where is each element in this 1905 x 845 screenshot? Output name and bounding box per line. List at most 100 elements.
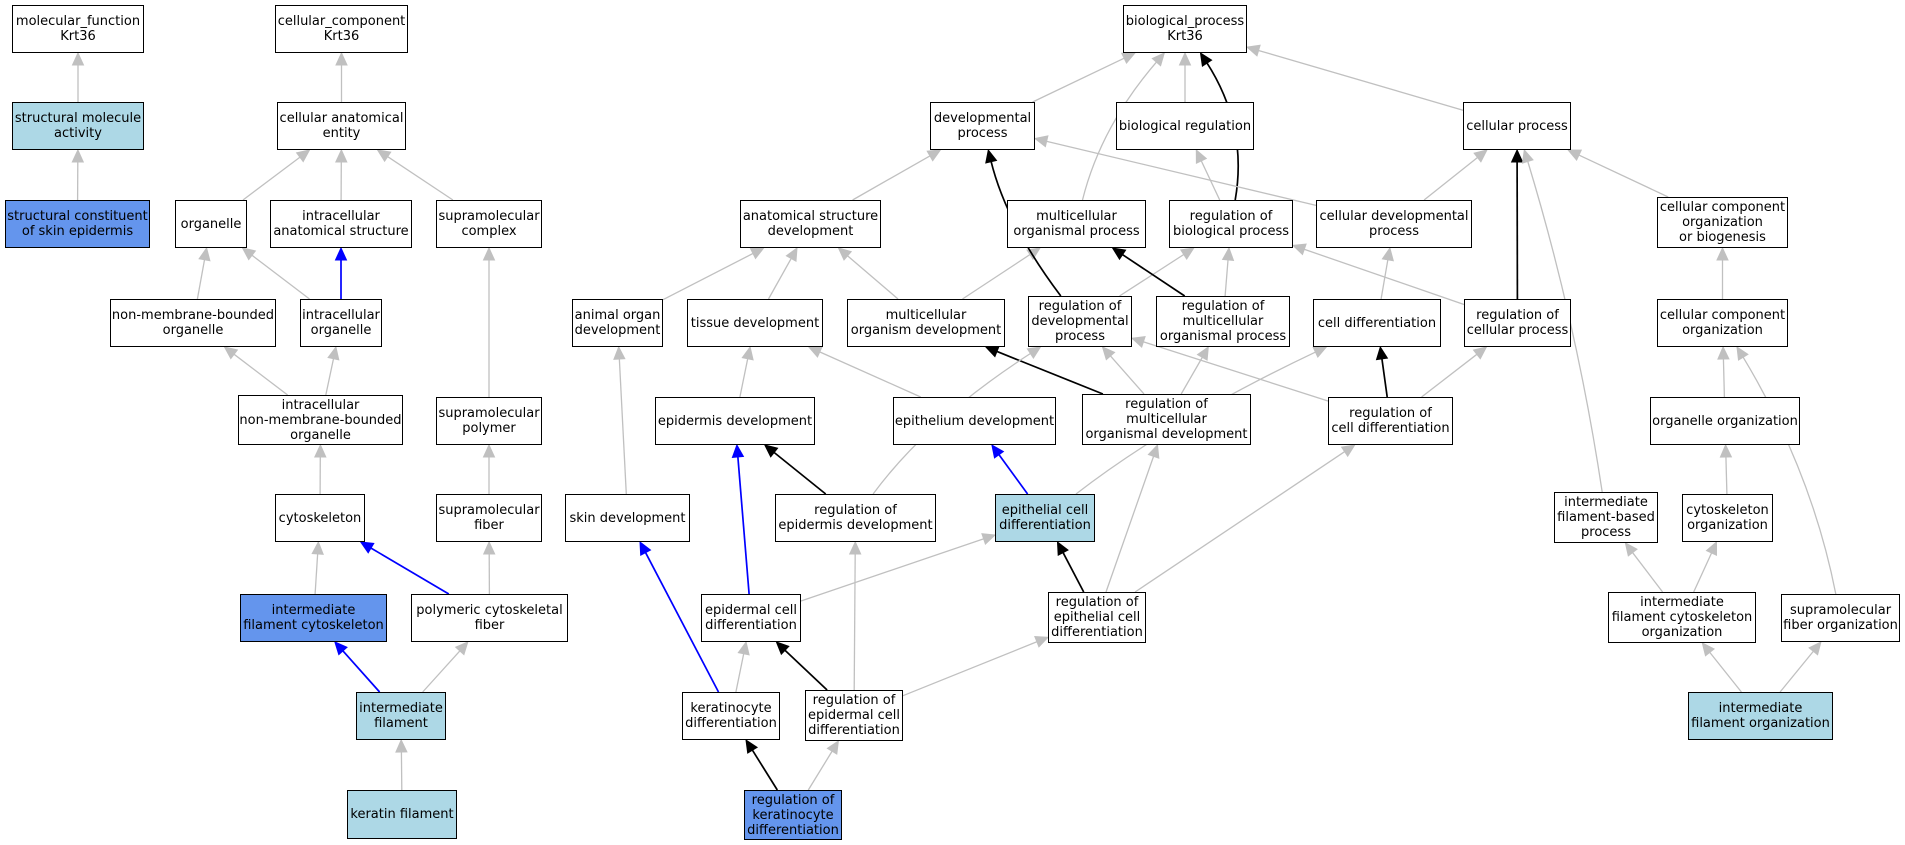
edge-arrowhead [1716, 246, 1729, 261]
edge-cell-process-to-bp-root [1257, 49, 1464, 111]
node-epithelial-cell-differentiation[interactable]: epithelial cell differentiation [995, 494, 1095, 542]
node-intermediate-filament-organization[interactable]: intermediate filament organization [1688, 692, 1833, 740]
node-supramolecular-fiber-organization[interactable]: supramolecular fiber organization [1781, 594, 1900, 642]
node-label-line: epithelium development [894, 413, 1055, 429]
node-molecular-function-root[interactable]: molecular_function Krt36 [12, 5, 144, 53]
edge-intracell-nonmem-organelle-to-nonmem-organelle [232, 353, 288, 396]
node-cellular-component-root[interactable]: cellular_component Krt36 [275, 5, 408, 53]
node-cellular-component-organization-or-biogenesis[interactable]: cellular component organization or bioge… [1657, 197, 1788, 248]
edge-reg-cell-diff-to-reg-cell-process [1421, 353, 1479, 398]
node-regulation-of-keratinocyte-differentiation[interactable]: regulation of keratinocyte differentiati… [744, 790, 842, 840]
node-intermediate-filament-cytoskeleton[interactable]: intermediate filament cytoskeleton [240, 594, 387, 642]
edge-arrowhead [327, 345, 340, 361]
node-skin-development[interactable]: skin development [565, 494, 690, 542]
node-structural-molecule-activity[interactable]: structural molecule activity [12, 102, 144, 150]
node-keratinocyte-differentiation[interactable]: keratinocyte differentiation [682, 692, 780, 740]
node-intermediate-filament-cytoskeleton-organization[interactable]: intermediate filament cytoskeleton organ… [1608, 592, 1756, 643]
edge-reg-keratinocyte-diff-to-reg-epidermal-cell-diff [807, 750, 834, 791]
edge-epidermis-dev-to-tissue-dev [739, 357, 749, 398]
node-biological-regulation[interactable]: biological regulation [1116, 102, 1254, 150]
node-epithelium-development[interactable]: epithelium development [893, 397, 1056, 445]
node-label-line: cell differentiation [1331, 421, 1450, 436]
node-regulation-of-epidermis-development[interactable]: regulation of epidermis development [775, 494, 936, 542]
node-label-line: complex [461, 224, 517, 239]
node-cytoskeleton-organization[interactable]: cytoskeleton organization [1682, 494, 1773, 542]
edge-arrowhead [1111, 247, 1127, 261]
node-label-line: organelle [180, 216, 242, 232]
edge-if-cyto-org-to-if-based-process [1631, 551, 1664, 593]
node-structural-constituent-of-skin-epidermis[interactable]: structural constituent of skin epidermis [5, 200, 150, 248]
node-organelle[interactable]: organelle [175, 200, 247, 248]
edge-arrowhead [1381, 246, 1394, 262]
edge-arrowhead [1719, 443, 1733, 458]
node-regulation-of-biological-process[interactable]: regulation of biological process [1169, 200, 1293, 248]
edge-nonmem-organelle-to-organelle [196, 258, 206, 300]
node-epidermis-development[interactable]: epidermis development [655, 397, 815, 445]
node-regulation-of-developmental-process[interactable]: regulation of developmental process [1028, 296, 1132, 347]
node-polymeric-cytoskeletal-fiber[interactable]: polymeric cytoskeletal fiber [411, 594, 568, 642]
edge-arrowhead [376, 149, 392, 163]
edge-if-org-to-if-cyto-org [1708, 651, 1742, 693]
edge-arrowhead [311, 540, 324, 555]
edge-arrowhead [335, 51, 348, 66]
node-label-line: differentiation [747, 822, 839, 838]
node-label-line: animal organ [574, 308, 661, 323]
node-label-line: intermediate [1564, 495, 1648, 510]
node-biological-process-root[interactable]: biological_process Krt36 [1123, 5, 1247, 53]
node-intracellular-non-membrane-bounded-organelle[interactable]: intracellular non-membrane-bounded organ… [238, 395, 403, 445]
node-intermediate-filament[interactable]: intermediate filament [356, 692, 446, 740]
edge-epidermal-cell-diff-to-epithelial-cell-diff [800, 537, 985, 602]
node-epidermal-cell-differentiation[interactable]: epidermal cell differentiation [701, 594, 801, 642]
node-animal-organ-development[interactable]: animal organ development [572, 299, 663, 347]
edge-reg-multicell-org-dev-to-reg-dev-process [1109, 354, 1145, 395]
node-intracellular-anatomical-structure[interactable]: intracellular anatomical structure [270, 200, 412, 248]
node-developmental-process[interactable]: developmental process [930, 102, 1035, 150]
node-label-line: skin development [569, 510, 686, 526]
node-supramolecular-fiber[interactable]: supramolecular fiber [436, 494, 542, 542]
node-cellular-developmental-process[interactable]: cellular developmental process [1316, 200, 1472, 248]
node-label-line: tissue development [690, 315, 820, 331]
edge-arrowhead [1472, 346, 1488, 360]
node-intracellular-organelle[interactable]: intracellular organelle [300, 299, 382, 347]
node-multicellular-organismal-process[interactable]: multicellular organismal process [1007, 200, 1146, 248]
edge-reg-cell-process-to-reg-bio-process [1303, 248, 1465, 306]
node-non-membrane-bounded-organelle[interactable]: non-membrane-bounded organelle [110, 299, 276, 347]
node-label-line: cytoskeleton [278, 510, 362, 526]
node-label-line: Krt36 [323, 29, 360, 44]
node-label-line: regulation of [1476, 308, 1559, 323]
node-regulation-of-multicellular-organismal-development[interactable]: regulation of multicellular organismal d… [1082, 394, 1251, 445]
node-multicellular-organism-development[interactable]: multicellular organism development [847, 299, 1005, 347]
node-label-line: fiber [474, 518, 504, 533]
node-label-line: regulation of [814, 503, 897, 518]
node-cellular-component-organization[interactable]: cellular component organization [1657, 299, 1788, 347]
node-label-line: intermediate [359, 701, 443, 716]
node-keratin-filament[interactable]: keratin filament [347, 790, 457, 839]
node-anatomical-structure-development[interactable]: anatomical structure development [740, 200, 881, 248]
node-label-line: differentiation [705, 618, 797, 633]
node-tissue-development[interactable]: tissue development [687, 299, 823, 347]
edge-arrowhead [848, 540, 862, 555]
edge-arrowhead [985, 148, 998, 164]
node-cellular-process[interactable]: cellular process [1463, 102, 1571, 150]
edge-cell-dev-process-to-cell-process [1423, 156, 1479, 201]
edge-arrowhead [482, 246, 496, 261]
node-supramolecular-polymer[interactable]: supramolecular polymer [436, 397, 542, 445]
node-supramolecular-complex[interactable]: supramolecular complex [436, 200, 542, 248]
node-regulation-of-epithelial-cell-differentiation[interactable]: regulation of epithelial cell differenti… [1048, 592, 1146, 643]
node-regulation-of-epidermal-cell-differentiation[interactable]: regulation of epidermal cell differentia… [805, 690, 903, 741]
edge-arrowhead [1026, 346, 1042, 360]
edge-cyto-org-to-organelle-org [1725, 455, 1728, 495]
node-regulation-of-cellular-process[interactable]: regulation of cellular process [1464, 299, 1571, 347]
edge-tissue-dev-to-anat-struct-dev [767, 257, 793, 300]
node-cellular-anatomical-entity[interactable]: cellular anatomical entity [277, 102, 406, 150]
node-label-line: differentiation [999, 518, 1091, 533]
node-organelle-organization[interactable]: organelle organization [1650, 397, 1800, 445]
edge-reg-epithelial-cell-diff-to-reg-multicell-org-dev [1105, 455, 1155, 593]
node-cell-differentiation[interactable]: cell differentiation [1313, 299, 1441, 347]
edge-arrowhead [1179, 247, 1195, 261]
node-cytoskeleton[interactable]: cytoskeleton [275, 494, 365, 542]
node-regulation-of-multicellular-organismal-process[interactable]: regulation of multicellular organismal p… [1156, 296, 1290, 347]
node-label-line: Krt36 [60, 29, 96, 44]
node-intermediate-filament-based-process[interactable]: intermediate filament-based process [1554, 492, 1658, 543]
node-regulation-of-cell-differentiation[interactable]: regulation of cell differentiation [1328, 397, 1453, 445]
